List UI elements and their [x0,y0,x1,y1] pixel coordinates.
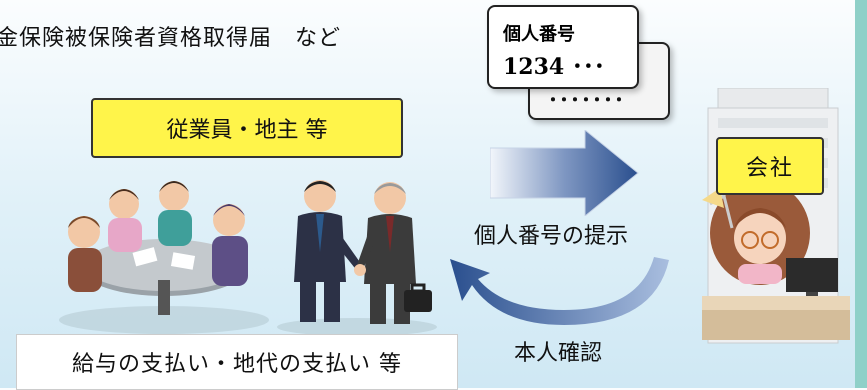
handshake-illustration [277,180,437,336]
meeting-illustration [59,181,269,334]
identity-check-label: 本人確認 [514,341,603,366]
form-caption: 金保険被保険者資格取得届 など [0,26,342,51]
right-edge-bar [855,0,867,388]
card-number: 1234 ･･･ [503,54,605,80]
person-back-left [108,189,142,252]
return-arrow-icon [450,257,669,325]
number-card: 個人番号 1234 ･･･ [487,5,639,89]
right-arrow-icon [490,130,639,216]
person-back-right [158,181,192,246]
card-masked-digits: ･･･････ [548,88,625,112]
present-number-label: 個人番号の提示 [474,224,629,249]
payments-caption: 給与の支払い・地代の支払い 等 [16,334,458,390]
person-left [68,216,102,292]
company-label: 会社 [716,137,824,195]
employee-landowner-label: 従業員・地主 等 [91,98,403,158]
company-illustration [702,88,850,344]
person-right [212,204,248,286]
card-label: 個人番号 [503,24,575,45]
